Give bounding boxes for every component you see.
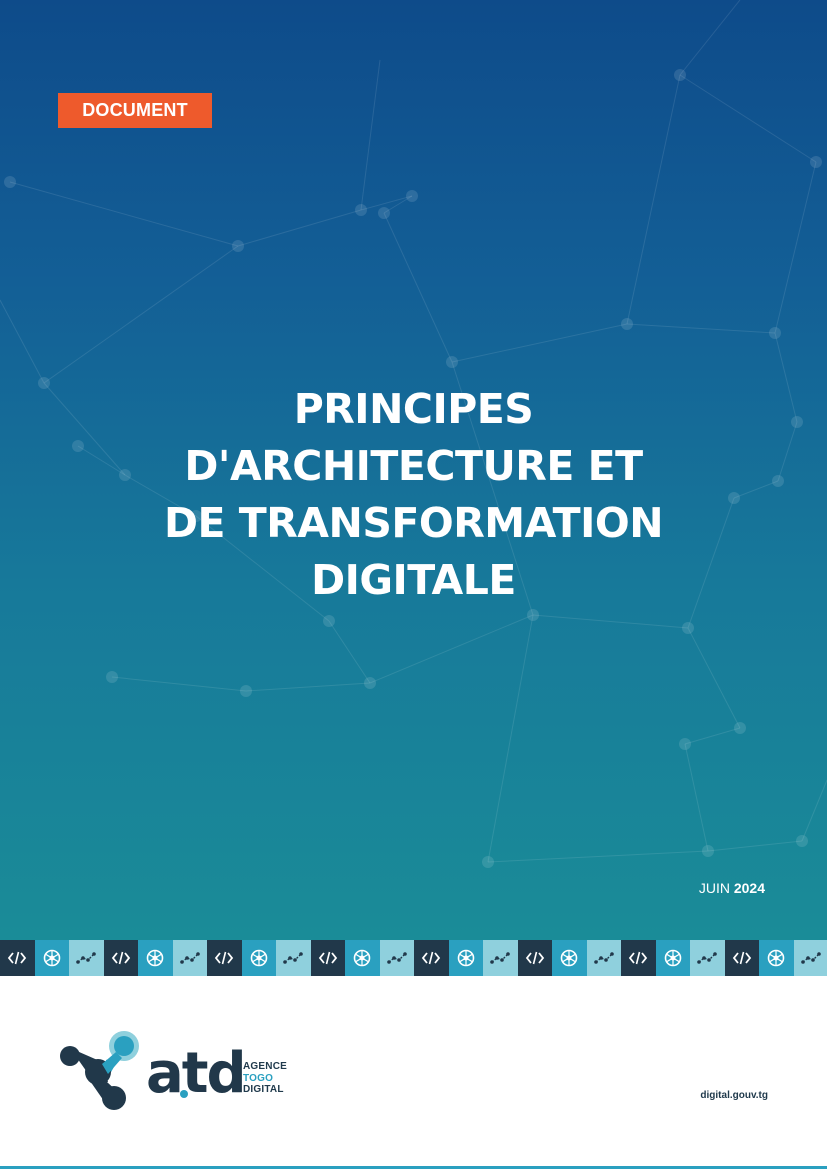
- pattern-tile: [379, 940, 414, 976]
- pattern-tile: [310, 940, 345, 976]
- code-icon: [420, 947, 442, 969]
- network-node-icon: [558, 947, 580, 969]
- website-url: digital.gouv.tg: [700, 1090, 768, 1101]
- network-node-icon: [455, 947, 477, 969]
- pattern-tile: [34, 940, 69, 976]
- logo-line-togo: TOGO: [243, 1072, 274, 1084]
- pattern-tile: [276, 940, 311, 976]
- network-node-icon: [662, 947, 684, 969]
- network-node-icon: [765, 947, 787, 969]
- publication-date: JUIN 2024: [699, 880, 765, 896]
- network-pattern: [0, 0, 827, 940]
- pattern-tile: [0, 940, 35, 976]
- logo-line-agence: AGENCE: [243, 1061, 287, 1072]
- trend-line-icon: [386, 947, 408, 969]
- network-node-icon: [144, 947, 166, 969]
- code-icon: [213, 947, 235, 969]
- pattern-tile: [448, 940, 483, 976]
- network-node-icon: [351, 947, 373, 969]
- pattern-tile: [793, 940, 827, 976]
- code-icon: [627, 947, 649, 969]
- pattern-tile: [414, 940, 449, 976]
- title-line: DE TRANSFORMATION: [163, 499, 664, 547]
- title-line: PRINCIPES: [293, 385, 534, 433]
- icon-pattern-strip: [0, 940, 827, 976]
- pattern-tile: [69, 940, 104, 976]
- pattern-tile: [172, 940, 207, 976]
- pattern-tile: [552, 940, 587, 976]
- date-year: 2024: [733, 880, 765, 896]
- trend-line-icon: [75, 947, 97, 969]
- logo-line-digital: DIGITAL: [243, 1084, 284, 1095]
- pattern-tile: [759, 940, 794, 976]
- pattern-tile: [724, 940, 759, 976]
- network-node-icon: [248, 947, 270, 969]
- pattern-tile: [207, 940, 242, 976]
- atd-logo: atd: [60, 1031, 247, 1110]
- logo-agency-name: AGENCE TOGO DIGITAL: [243, 1061, 287, 1096]
- title-line: DIGITALE: [311, 556, 516, 604]
- title-line: D'ARCHITECTURE ET: [184, 442, 643, 490]
- trend-line-icon: [282, 947, 304, 969]
- logo-wordmark: atd: [146, 1041, 245, 1106]
- bottom-rule: [0, 1166, 827, 1169]
- pattern-tile: [345, 940, 380, 976]
- date-month: JUIN: [698, 880, 730, 896]
- trend-line-icon: [800, 947, 822, 969]
- code-icon: [524, 947, 546, 969]
- pattern-tile: [517, 940, 552, 976]
- pattern-tile: [138, 940, 173, 976]
- code-icon: [110, 947, 132, 969]
- pattern-tile: [103, 940, 138, 976]
- pattern-tile: [241, 940, 276, 976]
- code-icon: [317, 947, 339, 969]
- code-icon: [6, 947, 28, 969]
- pattern-tile: [586, 940, 621, 976]
- document-title: PRINCIPES D'ARCHITECTURE ET DE TRANSFORM…: [100, 381, 727, 609]
- network-node-icon: [41, 947, 63, 969]
- pattern-tile: [483, 940, 518, 976]
- code-icon: [731, 947, 753, 969]
- pattern-tile: [690, 940, 725, 976]
- trend-line-icon: [593, 947, 615, 969]
- trend-line-icon: [696, 947, 718, 969]
- pattern-tile: [655, 940, 690, 976]
- trend-line-icon: [179, 947, 201, 969]
- document-tag: DOCUMENT: [58, 93, 212, 128]
- pattern-tile: [621, 940, 656, 976]
- atd-network-mark-icon: [60, 1031, 139, 1110]
- cover-background: DOCUMENT PRINCIPES D'ARCHITECTURE ET DE …: [0, 0, 827, 940]
- trend-line-icon: [489, 947, 511, 969]
